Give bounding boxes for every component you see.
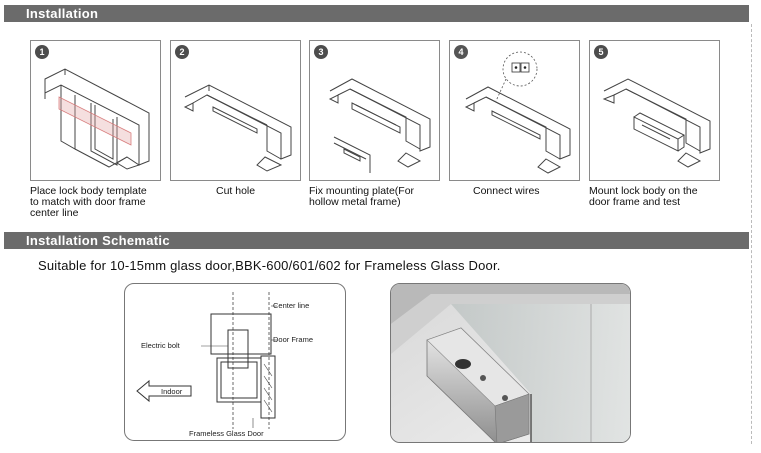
step-2-number: 2 xyxy=(175,45,189,59)
indoor-label: Indoor xyxy=(161,387,183,396)
step-3-caption-line: hollow metal frame) xyxy=(309,196,401,208)
installation-title: Installation xyxy=(26,6,99,21)
step-5-caption-line: door frame and test xyxy=(589,196,681,208)
step-4-card: 4 xyxy=(449,40,580,181)
step-1-caption-line: center line xyxy=(30,207,79,219)
step-3-number: 3 xyxy=(314,45,328,59)
step-5-illustration xyxy=(602,78,711,168)
step-2-card: 2 xyxy=(170,40,301,181)
step-4-illustration xyxy=(464,51,571,174)
step-3-caption-line: Fix mounting plate(For xyxy=(309,185,415,197)
step-4-caption: Connect wires xyxy=(473,186,540,197)
step-5-number: 5 xyxy=(594,45,608,59)
step-1-number: 1 xyxy=(35,45,49,59)
step-3-illustration xyxy=(328,78,431,173)
installation-header: Installation xyxy=(4,5,749,22)
schematic-diagram: Center line Door Frame Electric bolt Ind… xyxy=(124,283,346,441)
step-5-caption-line: Mount lock body on the xyxy=(589,185,698,197)
frameless-glass-door-label: Frameless Glass Door xyxy=(189,429,264,438)
door-frame-label: Door Frame xyxy=(273,335,314,344)
step-1-caption-line: to match with door frame xyxy=(30,196,146,208)
schematic-header: Installation Schematic xyxy=(4,232,749,249)
step-5-caption: Mount lock body on the door frame and te… xyxy=(589,186,698,208)
divider xyxy=(751,24,752,444)
electric-bolt-label: Electric bolt xyxy=(141,341,180,350)
step-2-illustration xyxy=(183,84,292,172)
center-line-label: Center line xyxy=(273,301,310,310)
step-4-caption-line: Connect wires xyxy=(473,185,540,197)
step-3-card: 3 xyxy=(309,40,440,181)
step-1-caption: Place lock body template to match with d… xyxy=(30,186,147,219)
step-4-number: 4 xyxy=(454,45,468,59)
schematic-drawing xyxy=(136,292,277,429)
step-2-caption: Cut hole xyxy=(216,186,255,197)
step-3-caption: Fix mounting plate(For hollow metal fram… xyxy=(309,186,414,208)
product-photo xyxy=(390,283,631,443)
step-1-caption-line: Place lock body template xyxy=(30,185,147,197)
lock-photo-illustration xyxy=(391,284,630,442)
step-1-illustration xyxy=(44,68,150,170)
step-1-card: 1 xyxy=(30,40,161,181)
step-2-caption-line: Cut hole xyxy=(216,185,256,197)
suitable-text: Suitable for 10-15mm glass door,BBK-600/… xyxy=(38,258,501,273)
schematic-title: Installation Schematic xyxy=(26,233,170,248)
step-5-card: 5 xyxy=(589,40,720,181)
